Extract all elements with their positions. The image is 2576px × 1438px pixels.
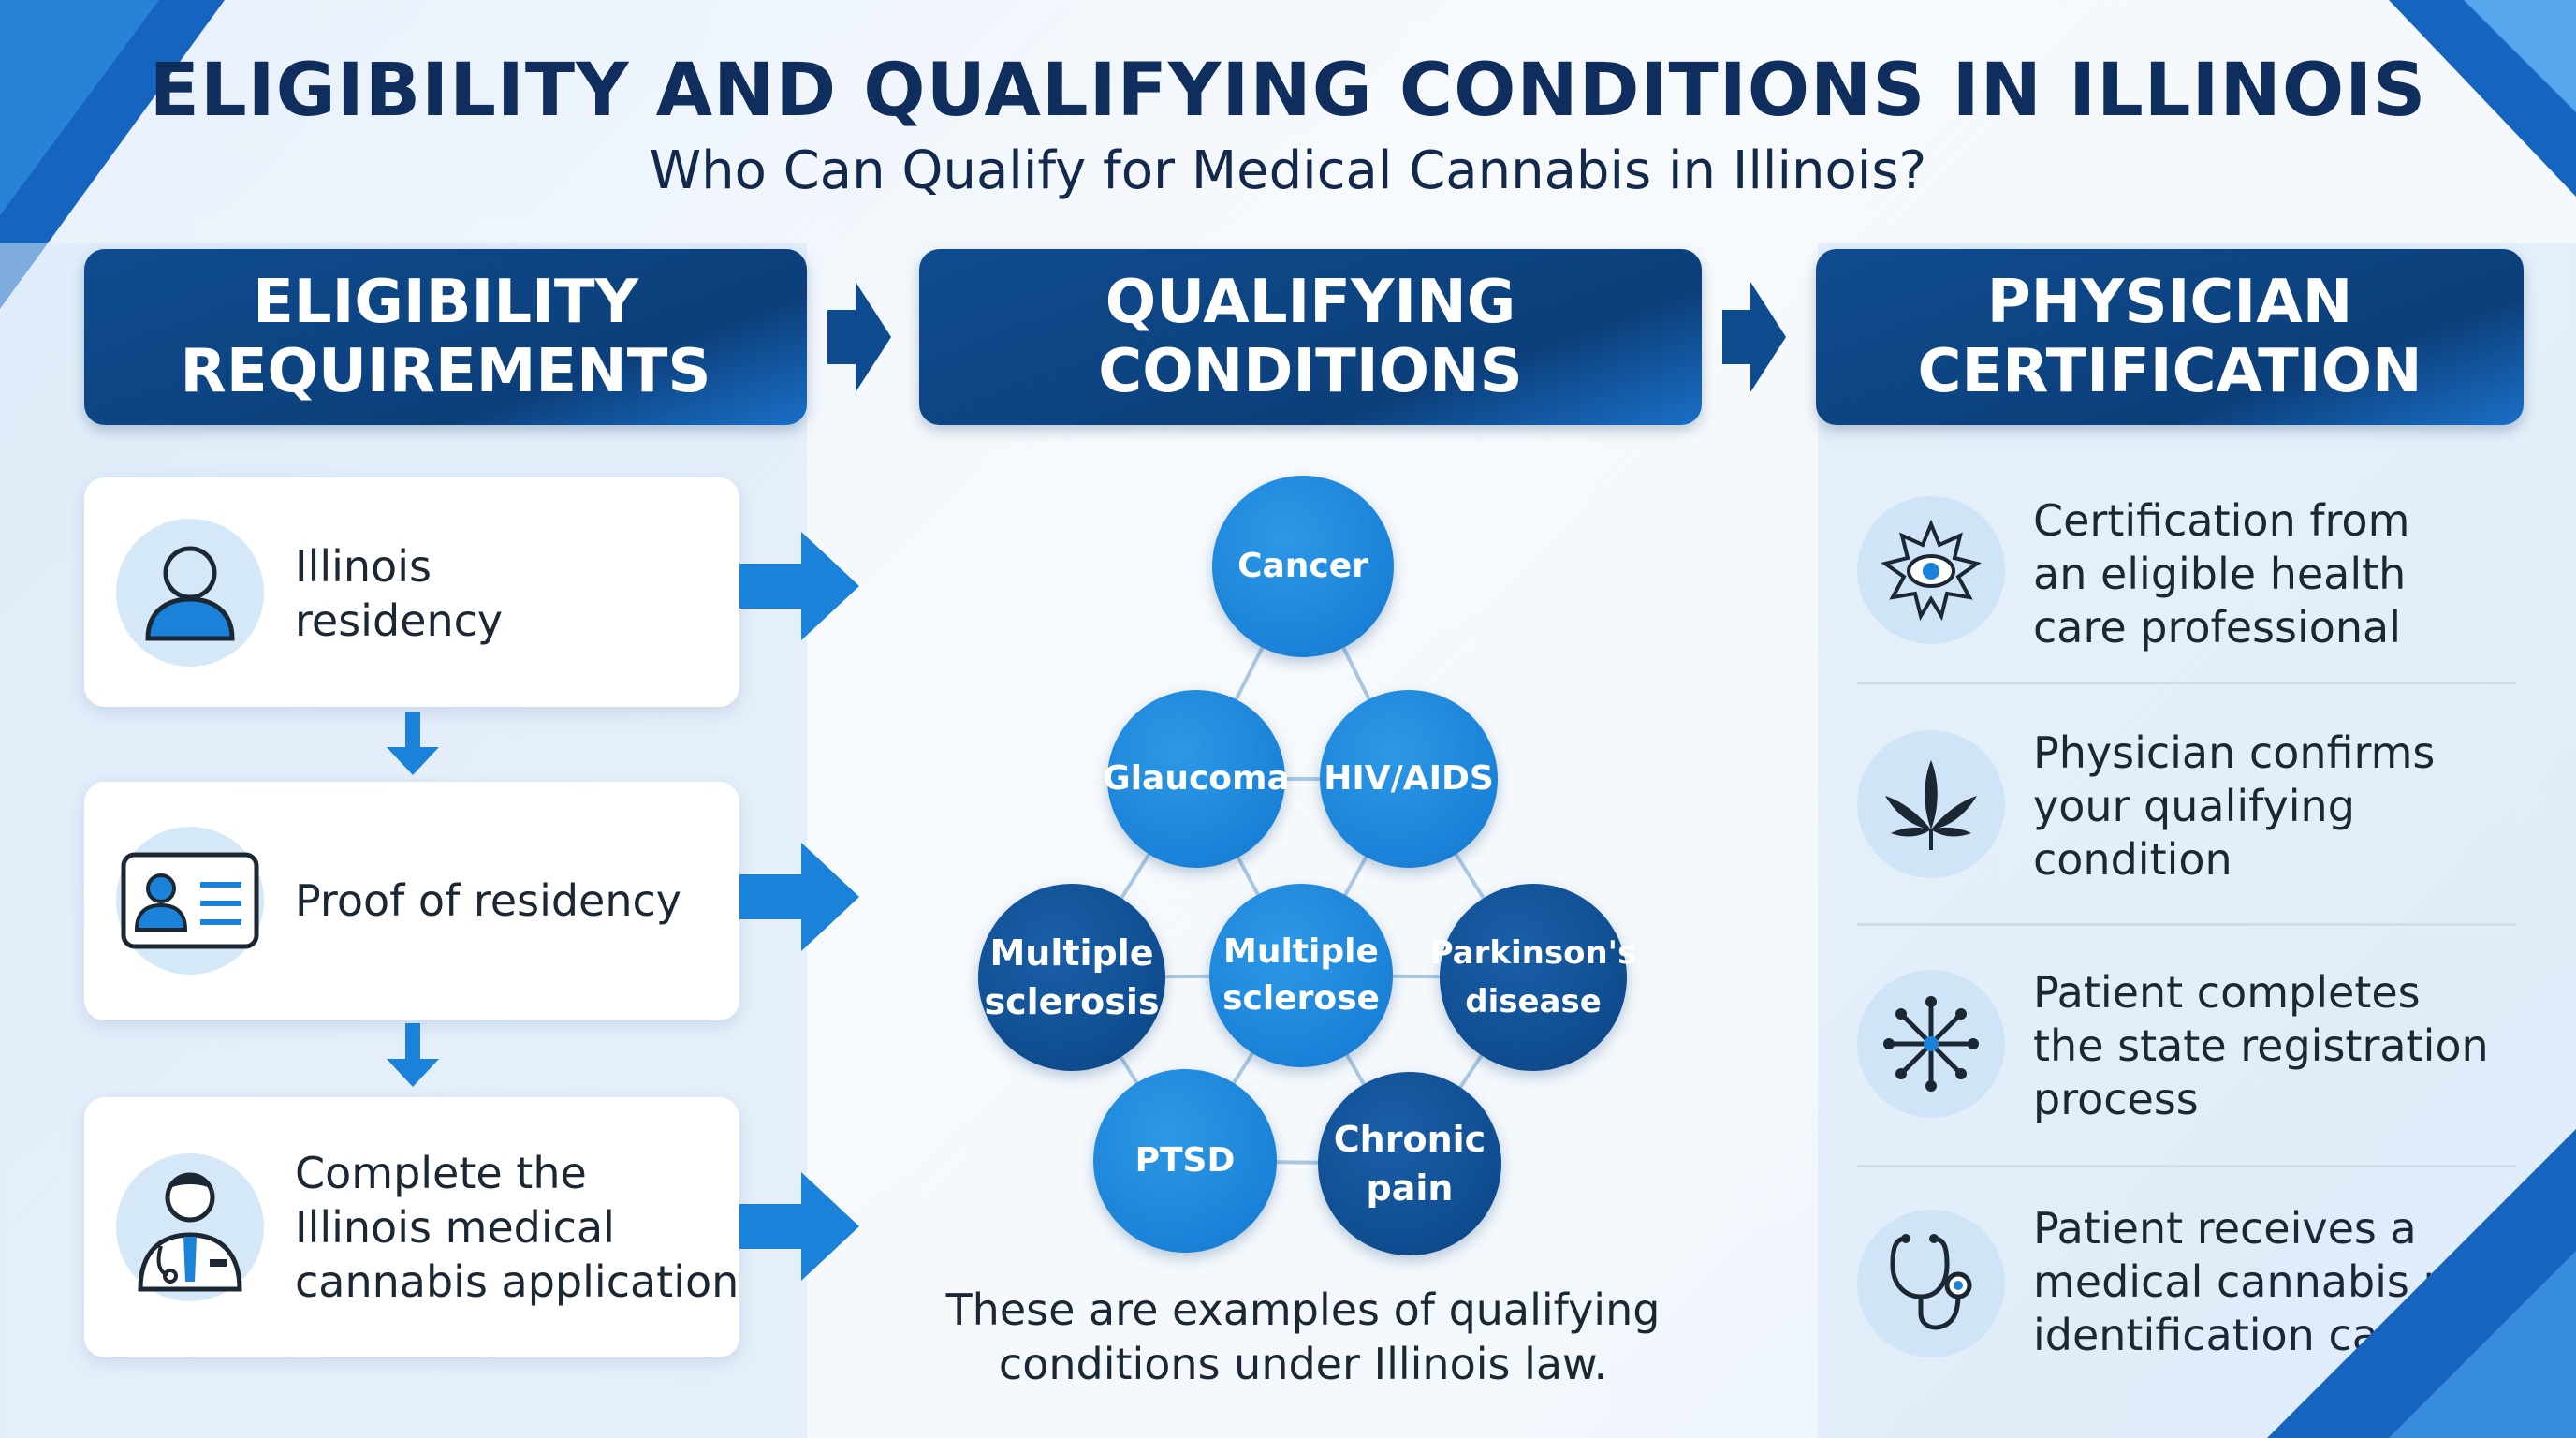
- certification-step-line3: process: [2033, 1074, 2199, 1124]
- condition-node-cancer: Cancer: [1212, 476, 1394, 657]
- conditions-header-line1: QUALIFYING: [1105, 268, 1516, 337]
- certification-step-line2: the state registration: [2033, 1020, 2489, 1071]
- eligibility-header-line1: ELIGIBILITY: [253, 268, 638, 337]
- certification-step-line2: an eligible health: [2033, 549, 2407, 599]
- down-arrow-icon: [387, 1023, 439, 1087]
- certification-step: Patient completes the state registration…: [1857, 966, 2516, 1125]
- condition-node-multiple-sclerosis: Multiple sclerosis: [978, 884, 1165, 1071]
- certification-step-line1: Patient completes: [2033, 967, 2421, 1018]
- conditions-note-line1: These are examples of qualifying: [945, 1284, 1661, 1335]
- eligibility-step-text-line1: Illinois: [295, 541, 432, 592]
- id-card-icon: [116, 827, 264, 975]
- corner-decoration-top-right-accent: [2464, 0, 2576, 112]
- condition-label-line1: Parkinson's: [1429, 934, 1637, 972]
- eligibility-step-text-line3: cannabis application: [295, 1256, 739, 1307]
- condition-label: HIV/AIDS: [1324, 759, 1494, 798]
- condition-node-parkinsons-disease: Parkinson's disease: [1430, 884, 1636, 1071]
- eligibility-header-line2: REQUIREMENTS: [180, 337, 711, 406]
- eligibility-step-text-line1: Complete the: [295, 1148, 587, 1198]
- cannabis-leaf-icon: [1857, 730, 2005, 878]
- conditions-note-line2: conditions under Illinois law.: [998, 1339, 1608, 1389]
- certification-step: Physician confirms your qualifying condi…: [1857, 726, 2516, 886]
- condition-node-ptsd: PTSD: [1093, 1069, 1277, 1253]
- condition-label-line2: sclerose: [1222, 979, 1380, 1018]
- certification-step: Certification from an eligible health ca…: [1857, 494, 2516, 653]
- condition-node-glaucoma: Glaucoma: [1103, 690, 1290, 868]
- certification-step-line2: your qualifying: [2033, 781, 2355, 831]
- eligibility-step-card: Illinois residency: [84, 477, 739, 707]
- condition-node-multiple-sclerose: Multiple sclerose: [1209, 884, 1393, 1067]
- header-arrow-right-icon: [827, 282, 891, 392]
- sun-eye-icon: [1857, 496, 2005, 644]
- certification-header-line1: PHYSICIAN: [1986, 268, 2353, 337]
- conditions-header: QUALIFYING CONDITIONS: [919, 249, 1702, 425]
- corner-decoration-bottom-right-accent: [2389, 1251, 2576, 1438]
- eligibility-step-card: Proof of residency: [84, 782, 739, 1020]
- arrow-right-icon: [739, 1172, 859, 1281]
- condition-label-line2: pain: [1366, 1167, 1454, 1209]
- arrow-right-icon: [739, 843, 859, 951]
- page-subtitle: Who Can Qualify for Medical Cannabis in …: [649, 140, 1927, 201]
- condition-label-line1: Multiple: [1223, 932, 1379, 971]
- certification-step-line3: care professional: [2033, 602, 2402, 653]
- eligibility-header: ELIGIBILITY REQUIREMENTS: [84, 249, 807, 425]
- condition-node-hiv-aids: HIV/AIDS: [1320, 690, 1498, 868]
- certification-step-line3: condition: [2033, 834, 2232, 885]
- condition-label-line2: disease: [1465, 983, 1602, 1020]
- eligibility-step-text-line2: residency: [295, 595, 504, 646]
- condition-label-line1: Multiple: [989, 932, 1154, 974]
- network-star-icon: [1857, 970, 2005, 1118]
- conditions-note: These are examples of qualifying conditi…: [919, 1283, 1687, 1391]
- certification-divider: [1857, 682, 2516, 684]
- certification-step-line1: Physician confirms: [2033, 727, 2436, 778]
- down-arrow-icon: [387, 712, 439, 775]
- doctor-icon: [116, 1153, 264, 1301]
- person-icon: [116, 519, 264, 667]
- condition-label: Glaucoma: [1103, 759, 1290, 798]
- condition-node-chronic-pain: Chronic pain: [1318, 1072, 1501, 1255]
- page-title: ELIGIBILITY AND QUALIFYING CONDITIONS IN…: [149, 49, 2427, 133]
- eligibility-step-text-line2: Illinois medical: [295, 1202, 615, 1253]
- certification-header-line2: CERTIFICATION: [1917, 337, 2422, 406]
- certification-divider: [1857, 1165, 2516, 1167]
- eligibility-step-card: Complete the Illinois medical cannabis a…: [84, 1097, 739, 1357]
- corner-decoration-top-left-accent: [0, 0, 159, 215]
- condition-label-line1: Chronic: [1333, 1119, 1486, 1160]
- certification-step-line1: Certification from: [2033, 495, 2410, 546]
- condition-label: PTSD: [1134, 1141, 1236, 1180]
- eligibility-step-text-line1: Proof of residency: [295, 875, 682, 926]
- condition-label-line2: sclerosis: [984, 981, 1160, 1022]
- header-arrow-right-icon: [1722, 282, 1786, 392]
- arrow-right-icon: [739, 532, 859, 640]
- certification-divider: [1857, 923, 2516, 926]
- condition-label: Cancer: [1237, 547, 1368, 585]
- conditions-header-line2: CONDITIONS: [1098, 337, 1523, 406]
- certification-header: PHYSICIAN CERTIFICATION: [1816, 249, 2524, 425]
- stethoscope-icon: [1857, 1210, 2005, 1357]
